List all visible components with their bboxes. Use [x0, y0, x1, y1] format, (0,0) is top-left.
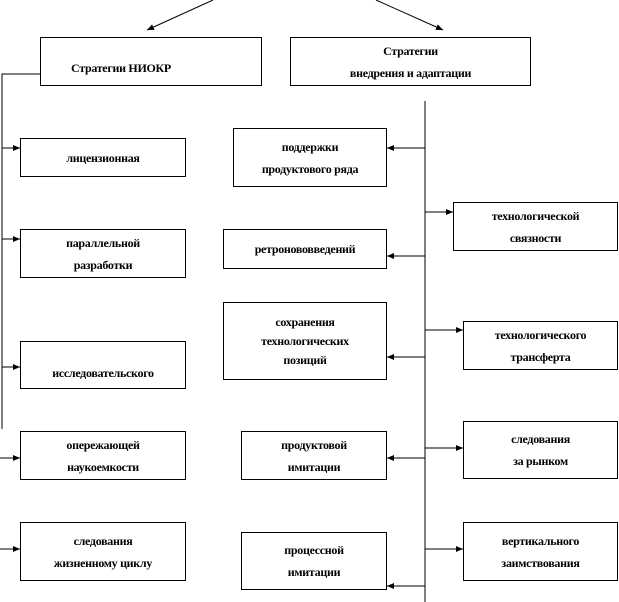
box-label: внедрения и адаптации: [349, 65, 472, 80]
retro-innovation-box: ретронововведений: [223, 229, 387, 269]
box-label: сохранения: [275, 314, 335, 329]
box-label: следования: [73, 533, 133, 548]
box-label: технологического: [494, 327, 587, 342]
box-label: исследовательского: [52, 366, 154, 380]
box-label: продуктового ряда: [261, 161, 359, 176]
research-strategy-box: исследовательского: [20, 341, 186, 389]
box-label: Стратегии: [383, 43, 438, 58]
box-label: Стратегии НИОКР: [71, 61, 171, 75]
box-label: опережающей: [66, 437, 140, 452]
box-label: за рынком: [513, 454, 568, 468]
tech-connectivity-box: технологической связности: [453, 202, 618, 251]
box-label: вертикального: [501, 533, 580, 548]
box-label: позиций: [283, 352, 327, 367]
advanced-science-box: опережающей наукоемкости: [20, 431, 186, 480]
box-label: параллельной: [66, 235, 140, 250]
tech-transfer-box: технологического трансферта: [463, 321, 618, 370]
product-imitation-box: продуктовой имитации: [241, 431, 387, 480]
process-imitation-box: процессной имитации: [241, 532, 387, 590]
box-label: наукоемкости: [67, 459, 139, 474]
box-label: жизненному циклу: [53, 555, 153, 570]
licensing-strategy-box: лицензионная: [20, 138, 186, 177]
box-label: ретронововведений: [254, 242, 356, 256]
box-label: заимствования: [501, 555, 580, 570]
box-label: связности: [509, 230, 562, 245]
box-label: трансферта: [510, 349, 571, 364]
box-label: имитации: [287, 565, 341, 579]
box-label: имитации: [287, 459, 341, 474]
box-label: продуктовой: [281, 437, 347, 452]
box-label: технологических: [261, 333, 349, 348]
life-cycle-box: следования жизненному циклу: [20, 522, 186, 581]
box-label: следования: [511, 432, 570, 446]
box-label: разработки: [73, 257, 133, 272]
box-label: поддержки: [281, 139, 339, 154]
left-trunk: [1, 73, 40, 429]
tech-position-box: сохранения технологических позиций: [223, 302, 387, 380]
parallel-development-box: параллельной разработки: [20, 229, 186, 278]
product-line-support-box: поддержки продуктового ряда: [233, 128, 387, 187]
rnd-strategies-box: Стратегии НИОКР: [40, 37, 262, 86]
top-arrow-right: [375, 0, 444, 31]
market-following-box: следования за рынком: [463, 421, 618, 479]
vertical-borrowing-box: вертикального заимствования: [463, 522, 618, 581]
top-arrow-left: [146, 0, 214, 31]
box-label: технологической: [491, 208, 580, 223]
box-label: лицензионная: [66, 150, 140, 165]
box-label: процессной: [284, 543, 344, 557]
implementation-strategies-box: Стратегии внедрения и адаптации: [290, 37, 531, 86]
